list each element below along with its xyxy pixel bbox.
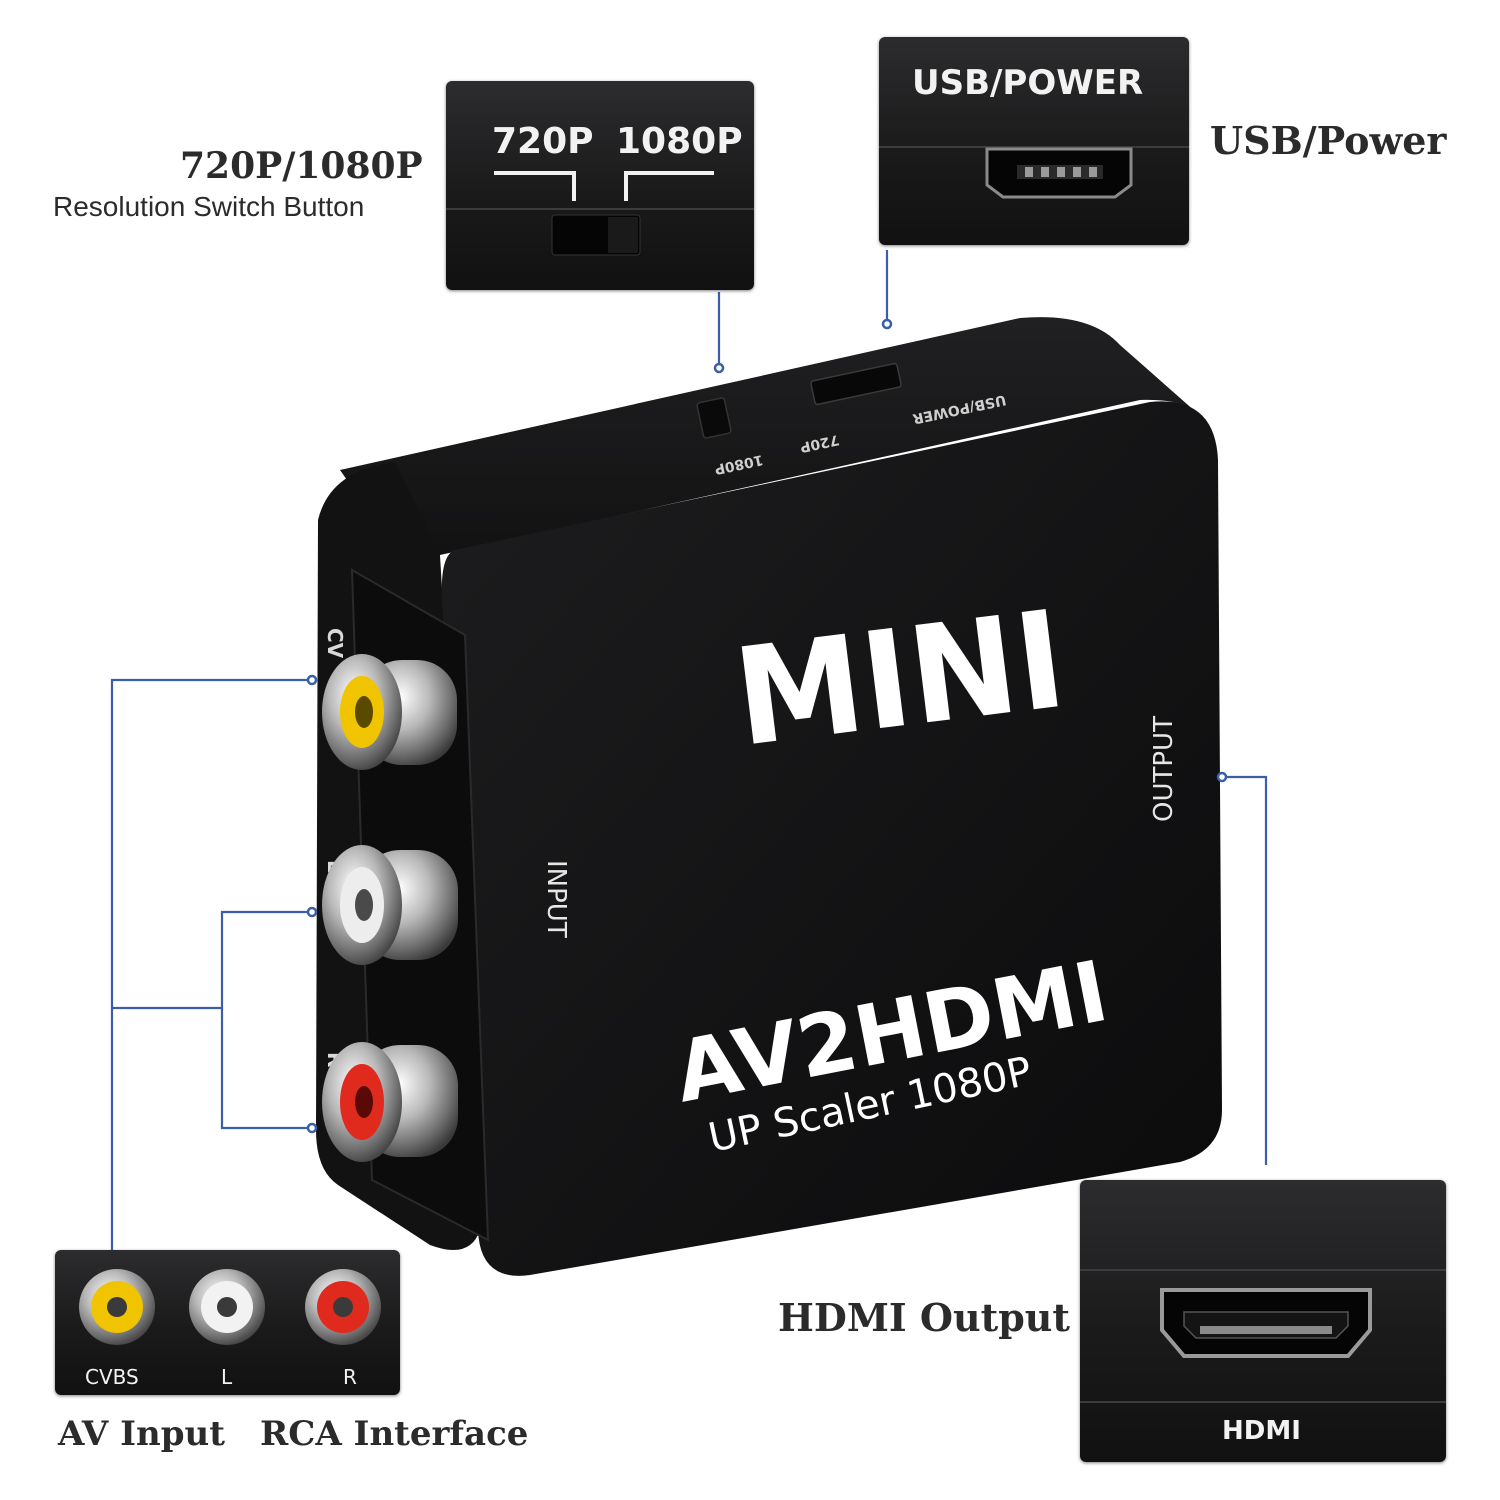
leader-l: [220, 910, 310, 1130]
usb-port-diagram: [879, 146, 1189, 199]
leader-dot-hdmi: [1216, 771, 1228, 783]
top-usb-port: [810, 362, 902, 406]
side-letter-cv: CV: [323, 628, 347, 659]
leader-dot-cvbs: [306, 674, 318, 686]
usb-power-callout: USB/POWER: [879, 37, 1189, 245]
hdmi-output-callout: HDMI: [1080, 1180, 1446, 1462]
top-slide-switch: [696, 397, 732, 439]
leader-dot-resolution: [713, 362, 725, 374]
usb-callout-label: USB/POWER: [912, 63, 1144, 103]
leader-dot-l: [306, 906, 318, 918]
rca-jacks-diagram: [79, 1269, 381, 1345]
device-output-label: OUTPUT: [1149, 716, 1179, 822]
leader-lines: [110, 250, 1268, 1250]
hdmi-output-title: HDMI Output: [778, 1295, 1070, 1340]
jack-label-l: L: [221, 1365, 233, 1389]
leader-dot-usb: [881, 318, 893, 330]
device-input-label: INPUT: [541, 860, 571, 938]
callout-1080-label: 1080P: [616, 121, 743, 162]
leader-cvbs: [110, 678, 310, 1250]
hdmi-callout-label: HDMI: [1222, 1416, 1301, 1446]
switch-diagram: [446, 171, 754, 256]
callout-jack-red: [305, 1269, 381, 1345]
device-top-face: [340, 317, 1205, 555]
resolution-title: 720P/1080P: [180, 145, 423, 187]
callout-jack-yellow: [79, 1269, 155, 1345]
resolution-subtitle: Resolution Switch Button: [53, 191, 365, 222]
leader-dot-r: [306, 1122, 318, 1134]
callout-jack-white: [189, 1269, 265, 1345]
device-jack-white: [322, 845, 458, 965]
device-jack-red: [322, 1042, 458, 1162]
hdmi-port-diagram: [1080, 1269, 1446, 1403]
jack-label-r: R: [343, 1365, 357, 1389]
callout-720-label: 720P: [492, 121, 594, 162]
device-front-face: [441, 401, 1222, 1276]
rca-interface-caption: RCA Interface: [260, 1414, 529, 1454]
device-jack-yellow: [322, 654, 457, 770]
resolution-switch-callout: 720P 1080P: [446, 81, 754, 290]
jack-label-cvbs: CVBS: [85, 1365, 139, 1389]
usb-title: USB/Power: [1210, 118, 1447, 163]
av-input-callout: CVBS L R: [55, 1250, 400, 1395]
leader-hdmi: [1222, 775, 1268, 1165]
av-input-caption: AV Input: [58, 1414, 225, 1454]
